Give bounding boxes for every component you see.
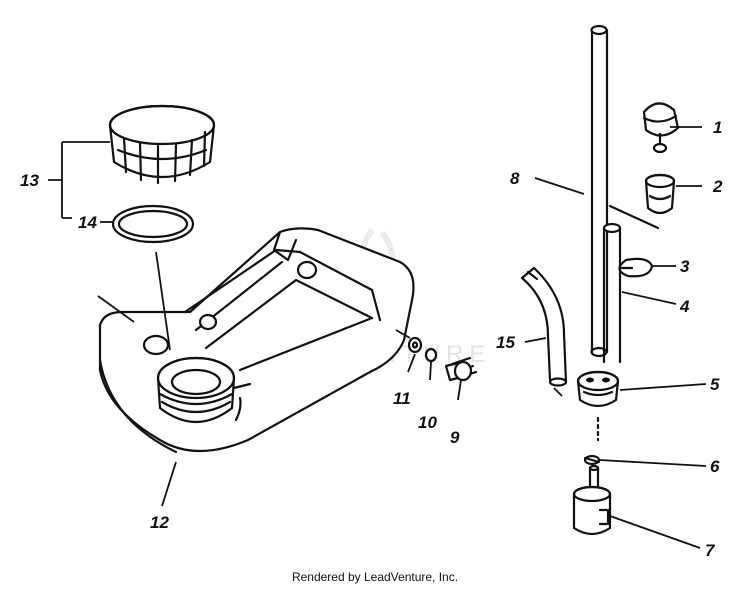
part-3-clip	[618, 257, 654, 278]
callout-15: 15	[496, 333, 515, 352]
part-7-fuel-filter	[572, 464, 612, 536]
part-8-fuel-tube	[590, 24, 609, 358]
callout-14: 14	[78, 213, 97, 232]
part-13-fuel-cap	[108, 104, 216, 185]
callout-6: 6	[710, 457, 720, 476]
part-15-vent-hose	[520, 266, 568, 387]
callout-12: 12	[150, 513, 169, 532]
callout-2: 2	[712, 177, 723, 196]
callout-8: 8	[510, 169, 520, 188]
part-9-screw	[444, 356, 478, 382]
callout-10: 10	[418, 413, 437, 432]
leader-lines	[48, 126, 707, 549]
callout-4: 4	[679, 297, 690, 316]
callout-numbers: 1 2 3 4 5 6 7 8 9 10 11 12 13 14 15	[20, 118, 723, 560]
part-6-clip	[583, 454, 601, 466]
part-4-fuel-tube	[602, 222, 622, 364]
callout-9: 9	[450, 428, 460, 447]
callout-11: 11	[393, 389, 411, 408]
part-5-grommet	[576, 370, 620, 442]
callout-13: 13	[20, 171, 39, 190]
callout-7: 7	[705, 541, 716, 560]
part-11-washer	[407, 336, 423, 354]
part-14-gasket	[111, 204, 195, 244]
part-10-lock-washer	[424, 347, 438, 363]
part-12-fuel-tank	[98, 227, 415, 454]
part-1-grommet	[642, 102, 680, 154]
callout-5: 5	[710, 375, 720, 394]
footer-credit: Rendered by LeadVenture, Inc.	[291, 570, 459, 584]
callout-3: 3	[680, 257, 690, 276]
part-2-fitting	[608, 173, 676, 230]
callout-1: 1	[713, 118, 722, 137]
